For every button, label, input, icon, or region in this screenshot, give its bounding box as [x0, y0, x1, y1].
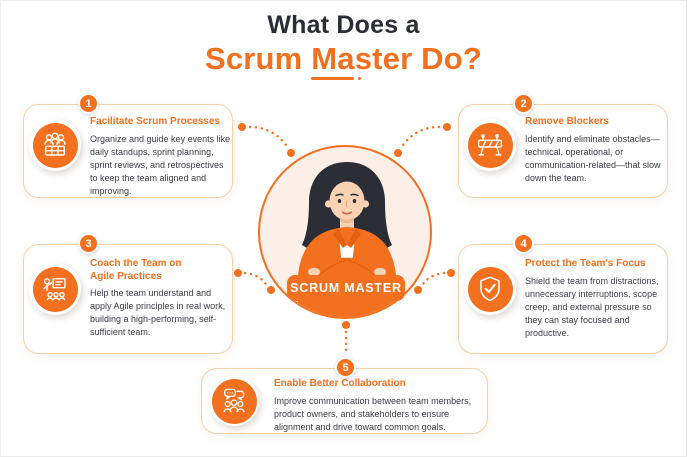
card-title: Protect the Team's Focus	[525, 258, 646, 269]
card-enable-better-collaboration: 5 Enable Better Collaboration Improve co…	[201, 357, 488, 434]
icon-ring	[464, 119, 516, 171]
card-facilitate-scrum-processes: 1 Facilitate Scrum Processes Organize an…	[23, 93, 233, 198]
card-title: Enable Better Collaboration	[274, 378, 406, 389]
card-text: Coach the Team on Agile Practices Help t…	[90, 258, 233, 339]
card-text: Protect the Team's Focus Shield the team…	[525, 258, 668, 340]
card-body: Identify and eliminate obstacles—technic…	[525, 133, 661, 183]
card-remove-blockers: 2 Remove Blockers Identify and eliminate…	[458, 93, 668, 198]
card-body: Improve communication between team membe…	[274, 395, 472, 432]
card-text: Facilitate Scrum Processes Organize and …	[90, 116, 233, 198]
icon-ring	[464, 263, 516, 315]
step-number-badge: 2	[513, 93, 534, 114]
card-body: Organize and guide key events like daily…	[90, 133, 231, 196]
card-text: Remove Blockers Identify and eliminate o…	[525, 116, 668, 185]
page-title: What Does a Scrum Master Do?	[1, 11, 686, 77]
icon-ring	[29, 119, 81, 171]
title-underline	[311, 77, 354, 80]
scrum-master-label: SCRUM MASTER	[287, 275, 405, 301]
icon-ring	[29, 263, 81, 315]
step-number-badge: 4	[513, 233, 534, 254]
shield-check-icon	[467, 266, 513, 312]
coach-icon	[32, 266, 78, 312]
card-body: Shield the team from distractions, unnec…	[525, 275, 659, 338]
step-number-badge: 5	[335, 357, 356, 378]
page-title-line2: Scrum Master Do?	[204, 41, 483, 76]
card-title: Facilitate Scrum Processes	[90, 116, 221, 127]
page-title-line1: What Does a	[267, 11, 420, 39]
collaboration-icon	[211, 378, 257, 424]
meeting-icon	[32, 122, 78, 168]
barrier-icon	[467, 122, 513, 168]
card-title: Coach the Team on Agile Practices	[90, 258, 182, 282]
step-number-badge: 1	[78, 93, 99, 114]
card-title: Remove Blockers	[525, 116, 609, 127]
card-body: Help the team understand and apply Agile…	[90, 288, 226, 337]
card-coach-agile-practices: 3 Coach the Team on Agile Practices Help…	[23, 233, 233, 354]
title-underline-dot	[358, 77, 361, 80]
card-protect-team-focus: 4 Protect the Team's Focus Shield the te…	[458, 233, 668, 354]
card-text: Enable Better Collaboration Improve comm…	[274, 378, 486, 434]
icon-ring	[209, 376, 259, 426]
step-number-badge: 3	[78, 233, 99, 254]
